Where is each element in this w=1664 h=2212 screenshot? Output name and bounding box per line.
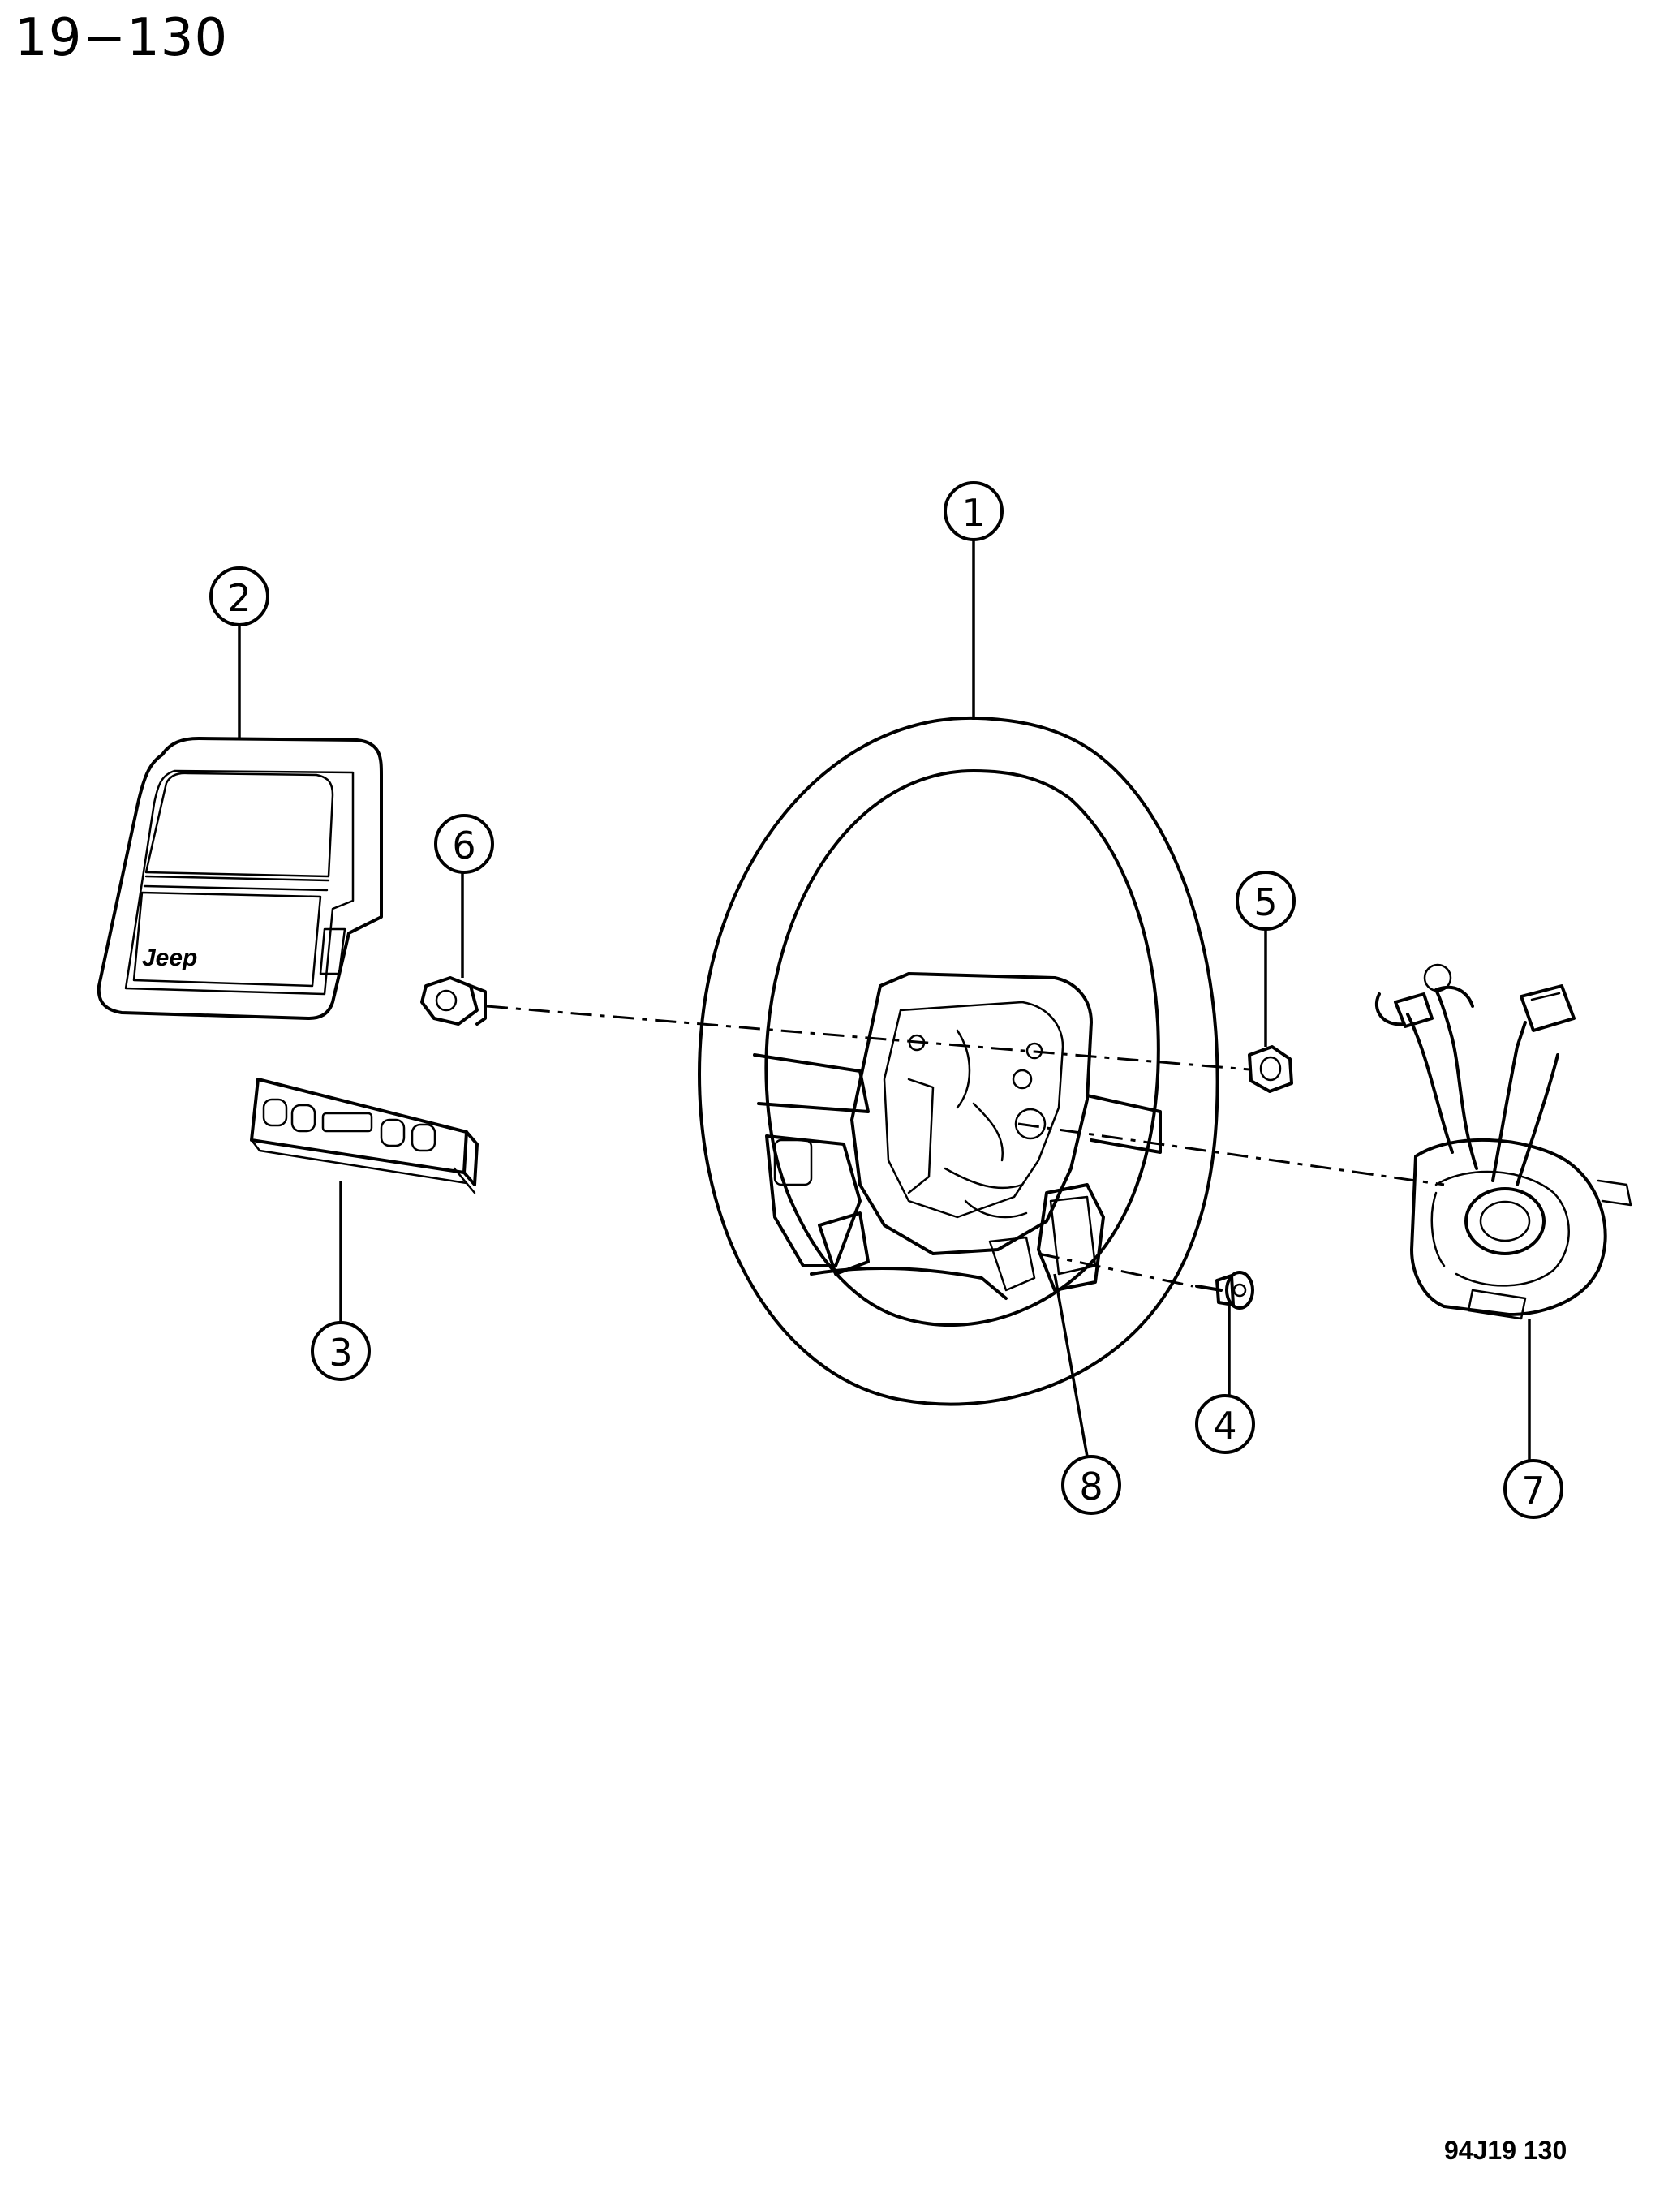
switch-bezel: [250, 1078, 479, 1194]
nut: [1248, 1045, 1293, 1093]
screw: [1195, 1271, 1254, 1310]
callout-4: 4: [1195, 1394, 1255, 1454]
airbag-module: Jeep: [97, 737, 383, 1020]
callout-6: 6: [434, 814, 494, 874]
assembly-line-6: [486, 1005, 1250, 1071]
callout-3: 3: [311, 1321, 371, 1381]
callout-5-label: 5: [1253, 880, 1277, 924]
callout-1: 1: [944, 481, 1004, 541]
callout-2-label: 2: [227, 576, 251, 620]
assembly-line-5: [1017, 1122, 1445, 1186]
jeep-logo: Jeep: [142, 945, 197, 971]
clockspring: [1374, 963, 1632, 1320]
bolt: [420, 976, 487, 1026]
callout-3-label: 3: [329, 1331, 352, 1375]
page-number: 19−130: [15, 8, 229, 68]
assembly-line-4: [1038, 1252, 1193, 1288]
callout-6-label: 6: [452, 824, 475, 867]
callout-8-label: 8: [1079, 1465, 1103, 1508]
figure-code: 94J19 130: [1444, 2136, 1567, 2165]
leader-8: [1053, 1273, 1089, 1457]
callout-7: 7: [1503, 1459, 1563, 1519]
callout-7-label: 7: [1521, 1469, 1545, 1513]
steering-wheel: [698, 716, 1219, 1406]
callout-8: 8: [1061, 1455, 1121, 1515]
callout-4-label: 4: [1213, 1404, 1236, 1448]
callout-2: 2: [209, 566, 269, 626]
callout-5: 5: [1236, 871, 1296, 931]
callout-1-label: 1: [961, 491, 985, 535]
